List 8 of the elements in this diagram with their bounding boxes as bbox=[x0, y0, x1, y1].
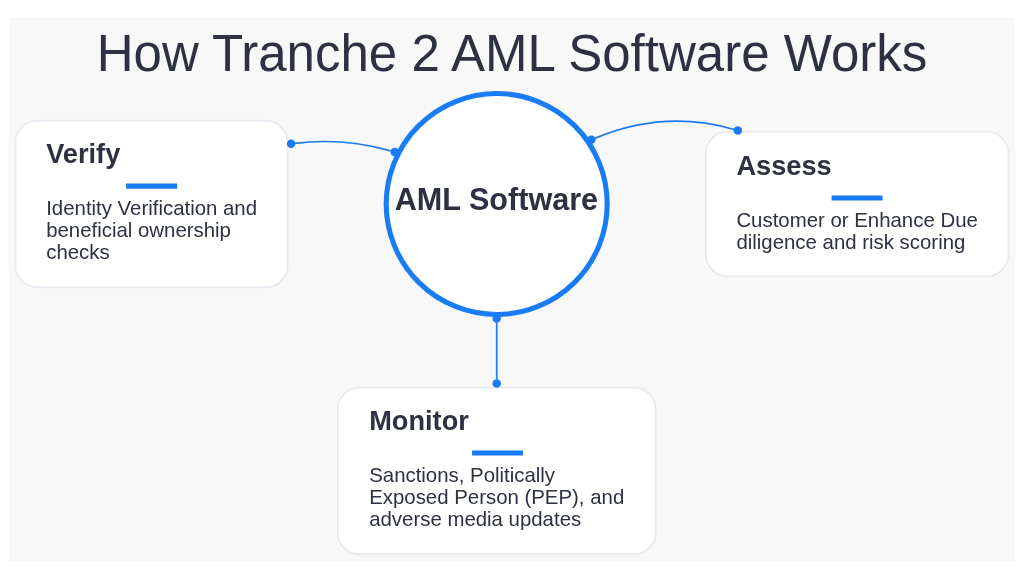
node-circle: AML Software bbox=[383, 90, 610, 317]
connector bbox=[286, 139, 399, 156]
connector bbox=[492, 313, 501, 388]
connector bbox=[587, 119, 743, 144]
node-box: Monitor Sanctions, Politically Exposed Person (PEP), and adverse media updates bbox=[336, 386, 657, 555]
node-box: Assess Customer or Enhance Due diligence and risk scoring bbox=[704, 130, 1010, 277]
diagram-title: How Tranche 2 AML Software Works bbox=[96, 24, 928, 82]
node-box: Verify Identity Verification and beneficial ownership checks bbox=[14, 119, 289, 288]
